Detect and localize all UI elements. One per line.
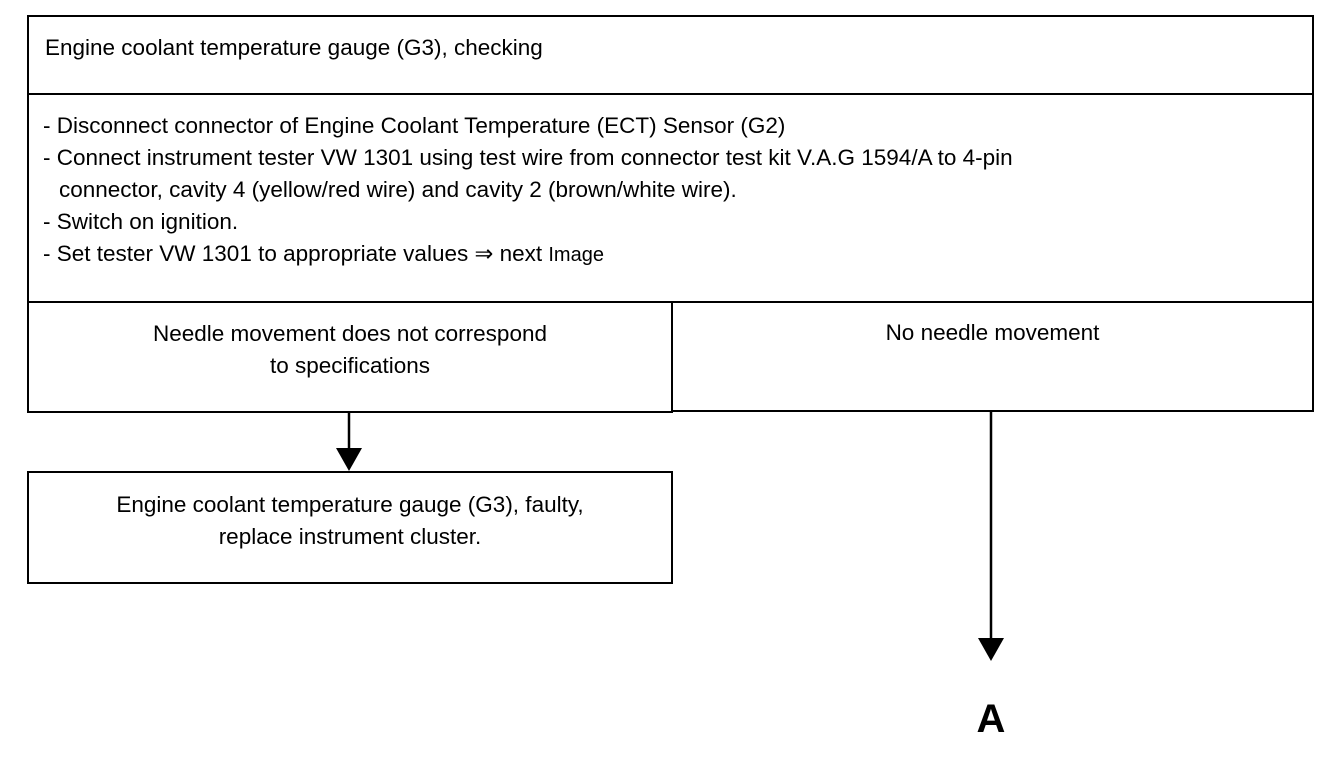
step-set-tester-text: - Set tester VW 1301 to appropriate valu… bbox=[43, 241, 549, 266]
result-line-2: replace instrument cluster. bbox=[218, 524, 482, 549]
result-line-1: Engine coolant temperature gauge (G3), f… bbox=[116, 492, 584, 517]
branch-left-line-1: Needle movement does not correspond bbox=[153, 321, 547, 346]
step-connect-tester: - Connect instrument tester VW 1301 usin… bbox=[43, 145, 1013, 170]
step-disconnect: - Disconnect connector of Engine Coolant… bbox=[43, 113, 786, 138]
branch-no-needle-movement: No needle movement bbox=[671, 301, 1314, 412]
result-replace-cluster: Engine coolant temperature gauge (G3), f… bbox=[27, 471, 673, 584]
step-set-tester: - Set tester VW 1301 to appropriate valu… bbox=[43, 238, 1013, 271]
steps-list: - Disconnect connector of Engine Coolant… bbox=[43, 110, 1013, 271]
branch-needle-not-to-spec: Needle movement does not correspond to s… bbox=[27, 301, 673, 413]
arrow-left-head bbox=[336, 448, 362, 471]
branch-right-text: No needle movement bbox=[673, 317, 1312, 349]
branch-left-text: Needle movement does not correspond to s… bbox=[29, 318, 671, 382]
branch-right-line-1: No needle movement bbox=[885, 320, 1100, 345]
steps-box: - Disconnect connector of Engine Coolant… bbox=[27, 93, 1314, 303]
arrow-right-head bbox=[978, 638, 1004, 661]
next-image-link[interactable]: Image bbox=[548, 244, 604, 266]
procedure-title: Engine coolant temperature gauge (G3), c… bbox=[45, 35, 543, 60]
result-text: Engine coolant temperature gauge (G3), f… bbox=[29, 489, 671, 553]
step-connect-tester-continued: connector, cavity 4 (yellow/red wire) an… bbox=[59, 177, 737, 202]
branch-left-line-2: to specifications bbox=[269, 353, 431, 378]
step-switch-ignition: - Switch on ignition. bbox=[43, 209, 239, 234]
continuation-label: A bbox=[976, 697, 1006, 741]
title-box: Engine coolant temperature gauge (G3), c… bbox=[27, 15, 1314, 95]
